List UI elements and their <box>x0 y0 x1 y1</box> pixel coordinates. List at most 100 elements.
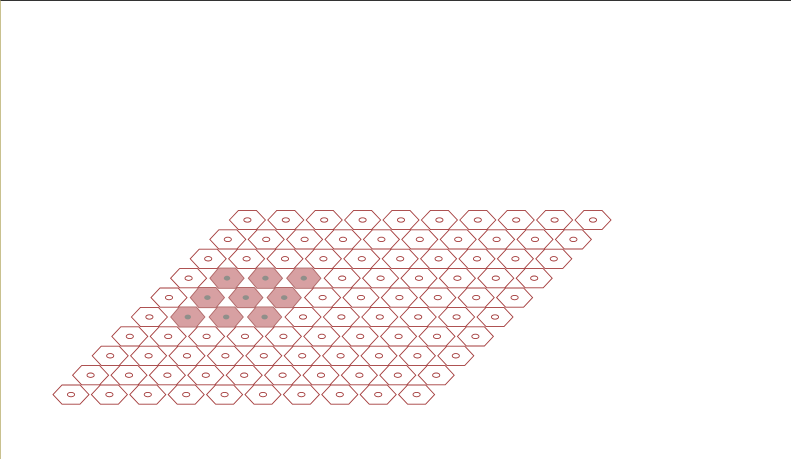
hex-cell[interactable] <box>305 209 343 231</box>
hex-cell[interactable] <box>323 268 361 289</box>
hex-cell[interactable] <box>228 209 267 231</box>
hex-cell[interactable] <box>263 365 302 386</box>
hex-cell[interactable] <box>303 326 341 347</box>
hex-cell[interactable] <box>554 229 593 250</box>
hex-cell[interactable] <box>341 326 379 347</box>
hex-cell[interactable] <box>401 229 439 250</box>
hex-cell[interactable] <box>535 209 574 231</box>
hex-cell[interactable] <box>283 345 321 366</box>
hex-cell[interactable] <box>169 268 208 289</box>
hex-cell[interactable] <box>379 326 418 347</box>
hex-cell[interactable] <box>477 229 516 250</box>
hex-cell[interactable] <box>324 229 362 250</box>
hex-cell[interactable] <box>282 384 321 405</box>
hex-cell[interactable] <box>340 365 379 386</box>
hex-cell-highlighted[interactable] <box>246 306 283 328</box>
hex-cell[interactable] <box>438 268 477 289</box>
hex-cell[interactable] <box>456 326 495 347</box>
hex-cell[interactable] <box>399 306 437 328</box>
hex-cell[interactable] <box>321 384 359 405</box>
hex-cell[interactable] <box>189 248 227 269</box>
hex-cell[interactable] <box>459 209 497 231</box>
hex-cell[interactable] <box>110 365 148 386</box>
hex-cell[interactable] <box>245 345 283 366</box>
hex-cell-highlighted[interactable] <box>208 306 244 328</box>
hex-cell[interactable] <box>397 384 436 405</box>
hex-cell[interactable] <box>71 365 110 386</box>
hex-cell[interactable] <box>419 287 457 308</box>
hex-cell[interactable] <box>303 287 342 308</box>
hex-cell[interactable] <box>342 287 380 308</box>
hex-cell[interactable] <box>90 384 129 405</box>
hex-cell[interactable] <box>205 384 244 405</box>
hex-cell-highlighted[interactable] <box>189 287 226 309</box>
hex-cell[interactable] <box>400 268 438 289</box>
hex-cell[interactable] <box>535 248 573 269</box>
hex-cell[interactable] <box>130 306 169 328</box>
hex-cell[interactable] <box>476 306 514 328</box>
hex-cell[interactable] <box>418 326 456 347</box>
hex-cell[interactable] <box>150 287 188 308</box>
hex-cell[interactable] <box>361 268 400 289</box>
hex-cell[interactable] <box>398 345 437 366</box>
hex-cell[interactable] <box>343 209 382 231</box>
hex-cell[interactable] <box>359 384 397 405</box>
hex-cell[interactable] <box>458 248 496 269</box>
hex-cell[interactable] <box>168 345 206 366</box>
hex-cell[interactable] <box>497 209 535 231</box>
hex-cell[interactable] <box>285 229 324 250</box>
hex-cell-highlighted[interactable] <box>247 267 284 289</box>
hex-cell[interactable] <box>321 345 360 366</box>
hex-cell[interactable] <box>495 287 534 308</box>
hex-cell[interactable] <box>574 209 612 231</box>
hex-cell[interactable] <box>516 229 554 250</box>
hex-cell-highlighted[interactable] <box>266 287 302 309</box>
hex-cell[interactable] <box>247 229 285 250</box>
hex-cell[interactable] <box>322 306 361 328</box>
hex-cell[interactable] <box>361 306 399 328</box>
hex-cell[interactable] <box>209 229 247 250</box>
hex-cell[interactable] <box>52 384 90 405</box>
hex-cell[interactable] <box>382 209 420 231</box>
hex-cell[interactable] <box>149 326 187 347</box>
hex-cell[interactable] <box>187 365 225 386</box>
hex-cell[interactable] <box>420 209 459 231</box>
hex-cell[interactable] <box>226 326 264 347</box>
hex-cell[interactable] <box>129 345 168 366</box>
hex-cell[interactable] <box>267 209 305 231</box>
hex-cell[interactable] <box>167 384 205 405</box>
hex-cell[interactable] <box>225 365 263 386</box>
hex-cell[interactable] <box>343 248 381 269</box>
hex-cell-highlighted[interactable] <box>228 287 264 309</box>
hex-cell[interactable] <box>360 345 398 366</box>
hex-cell[interactable] <box>284 306 322 328</box>
hex-cell[interactable] <box>515 268 553 289</box>
hex-cell[interactable] <box>437 306 476 328</box>
hex-cell[interactable] <box>419 248 458 269</box>
hex-cell[interactable] <box>304 248 343 269</box>
hex-cell-highlighted[interactable] <box>286 267 322 289</box>
hex-cell[interactable] <box>264 326 303 347</box>
hex-cell[interactable] <box>244 384 282 405</box>
hex-cell[interactable] <box>266 248 304 269</box>
hex-cell[interactable] <box>379 365 417 386</box>
hex-cell[interactable] <box>477 268 515 289</box>
hex-cell[interactable] <box>91 345 129 366</box>
hex-cell[interactable] <box>206 345 245 366</box>
hex-cell[interactable] <box>129 384 167 405</box>
hex-cell[interactable] <box>381 248 419 269</box>
hex-cell[interactable] <box>187 326 226 347</box>
hex-cell[interactable] <box>380 287 419 308</box>
hex-cell-highlighted[interactable] <box>209 267 245 289</box>
hex-cell[interactable] <box>148 365 187 386</box>
hex-cell[interactable] <box>439 229 477 250</box>
hex-cell[interactable] <box>417 365 455 386</box>
hex-cell[interactable] <box>496 248 535 269</box>
hex-cell[interactable] <box>457 287 495 308</box>
hex-cell[interactable] <box>302 365 340 386</box>
hex-cell[interactable] <box>227 248 266 269</box>
hex-cell[interactable] <box>437 345 475 366</box>
hex-cell-highlighted[interactable] <box>170 306 206 328</box>
hex-cell[interactable] <box>111 326 149 347</box>
